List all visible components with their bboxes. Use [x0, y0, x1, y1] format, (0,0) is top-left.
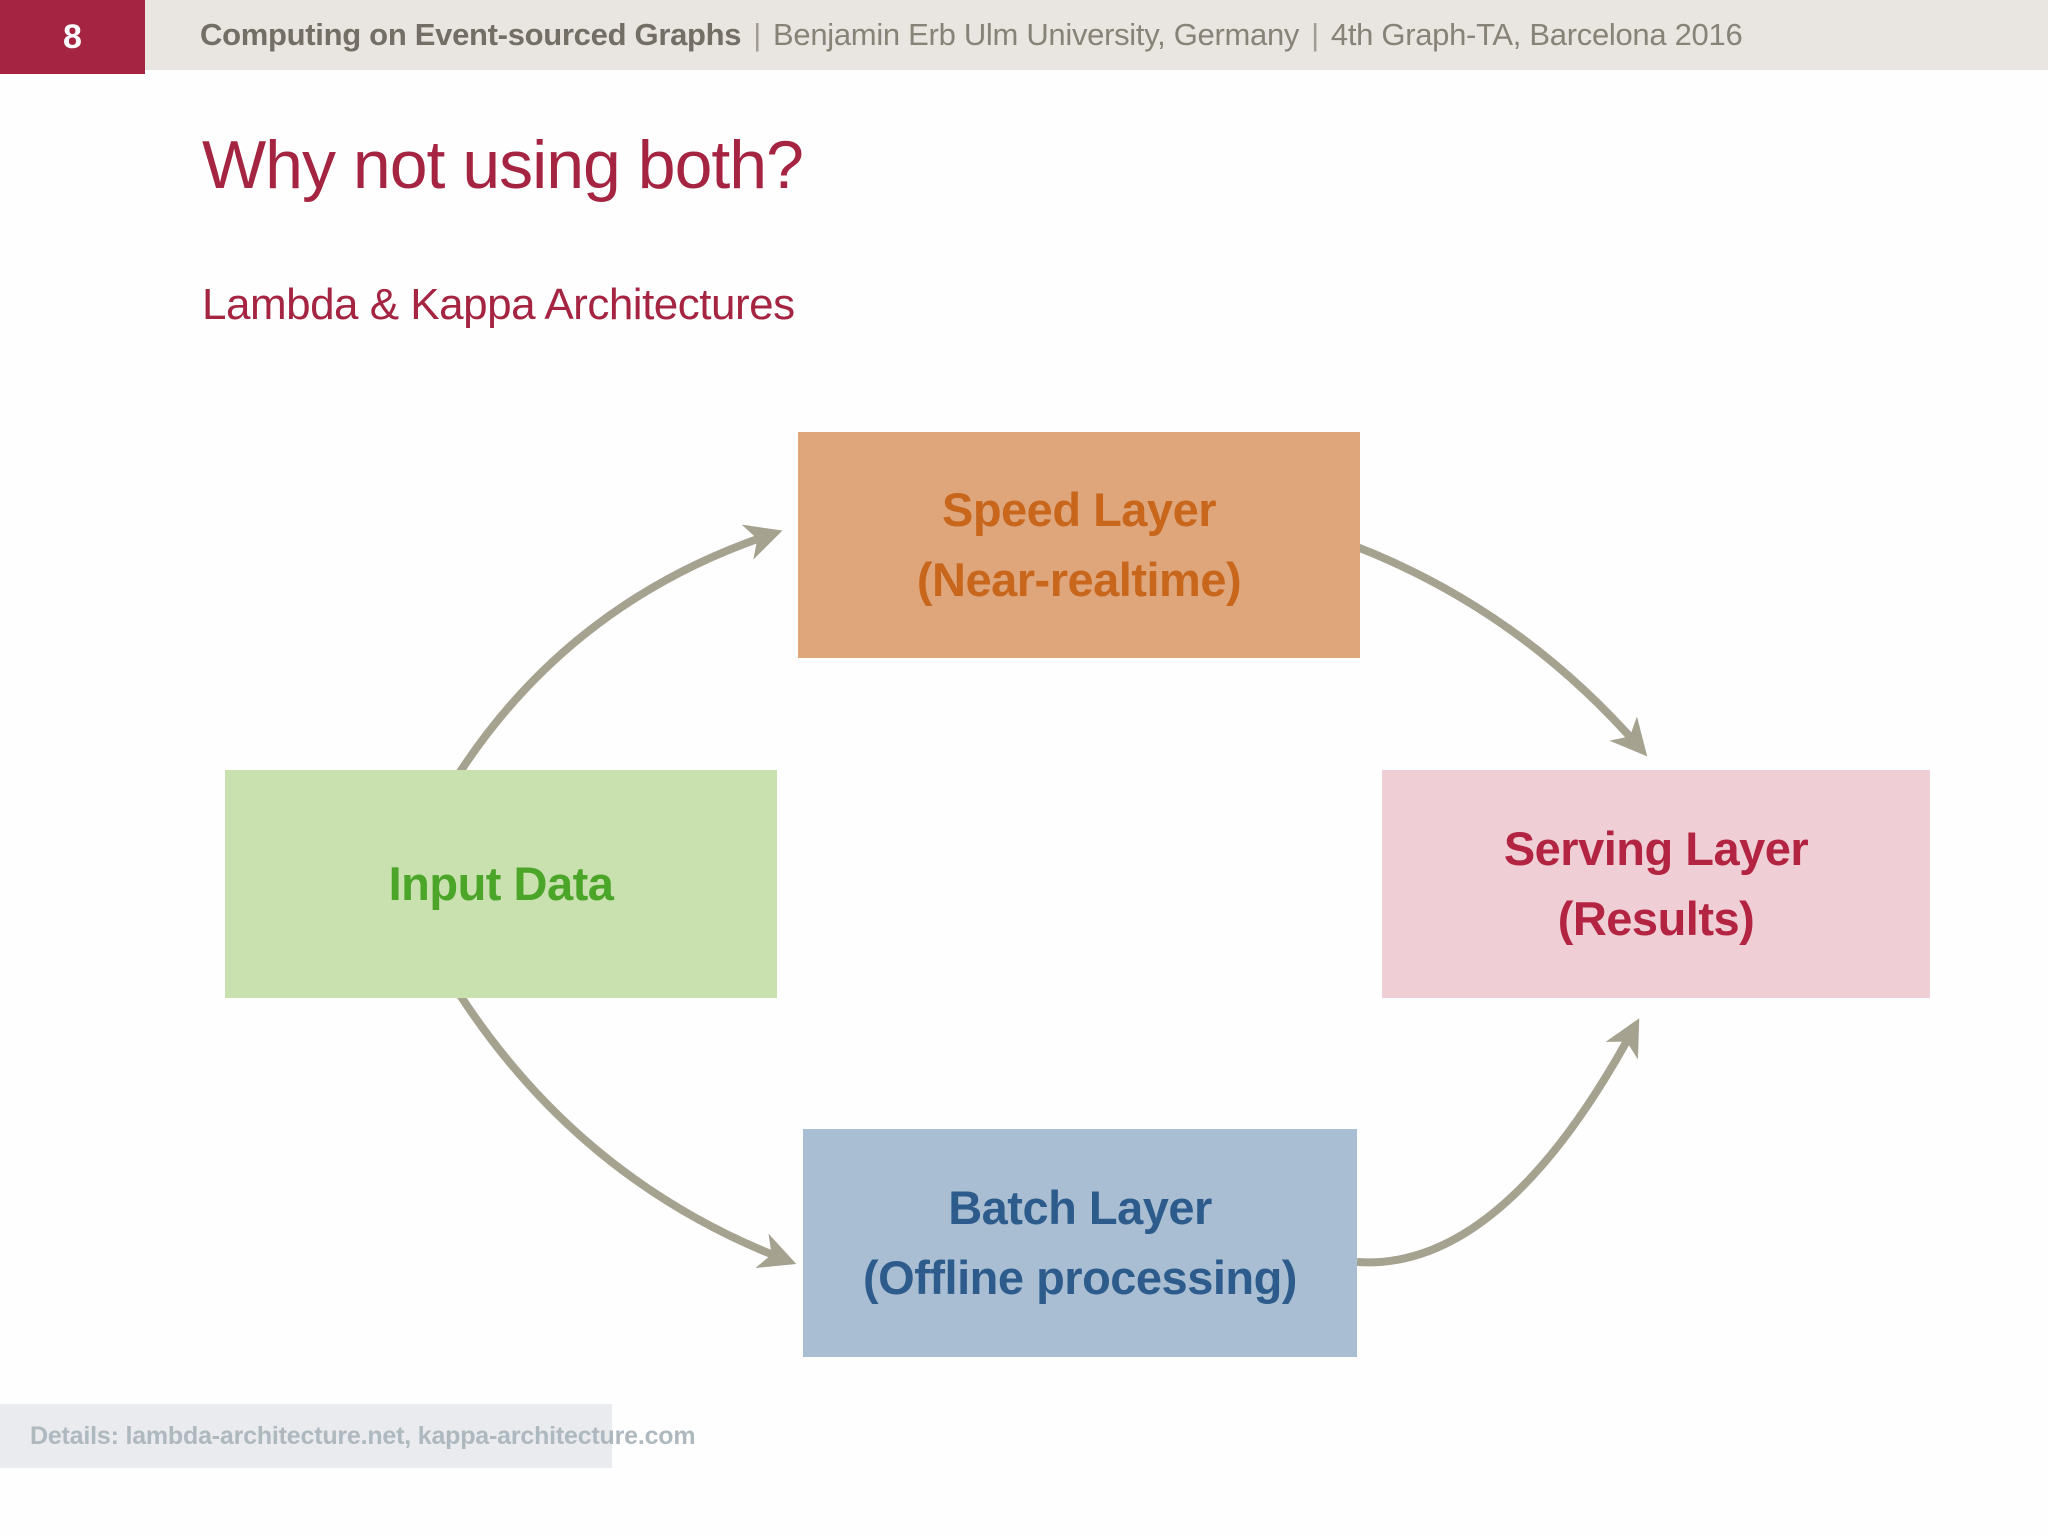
header-separator: |: [1311, 17, 1319, 52]
slide-number-badge: 8: [0, 0, 145, 74]
node-speed-layer: Speed Layer (Near-realtime): [798, 432, 1360, 658]
arrow-input-to-speed: [456, 524, 783, 775]
node-label-line1: Input Data: [388, 856, 614, 910]
footer-note: Details: lambda-architecture.net, kappa-…: [0, 1404, 696, 1468]
slide-subtitle: Lambda & Kappa Architectures: [202, 280, 795, 329]
header-bar: Computing on Event-sourced Graphs | Benjam…: [0, 0, 2048, 70]
node-label-line2: (Offline processing): [863, 1251, 1297, 1304]
presentation-title: Computing on Event-sourced Graphs: [200, 17, 742, 52]
presentation-event: 4th Graph-TA, Barcelona 2016: [1330, 17, 1743, 52]
arrow-input-to-batch: [456, 992, 797, 1268]
node-label-line1: Speed Layer: [941, 482, 1217, 536]
header-meta: Computing on Event-sourced Graphs | Benjam…: [200, 0, 1743, 70]
arrow-batch-to-serving: [1356, 1018, 1640, 1267]
node-label-line2: (Near-realtime): [916, 553, 1242, 606]
slide-title: Why not using both?: [202, 127, 804, 203]
footer-text: Details: lambda-architecture.net, kappa-…: [30, 1422, 696, 1450]
slide-number: 8: [63, 17, 82, 56]
node-batch-layer: Batch Layer (Offline processing): [803, 1129, 1357, 1357]
node-input-data: Input Data: [225, 770, 777, 998]
header-separator: |: [753, 17, 762, 52]
node-serving-layer: Serving Layer (Results): [1382, 770, 1930, 998]
node-label-line1: Batch Layer: [948, 1180, 1212, 1234]
arrow-speed-to-serving: [1350, 541, 1648, 757]
node-label-line1: Serving Layer: [1503, 821, 1809, 875]
presentation-author: Benjamin Erb Ulm University, Germany: [773, 17, 1300, 52]
node-label-line2: (Results): [1557, 892, 1755, 945]
